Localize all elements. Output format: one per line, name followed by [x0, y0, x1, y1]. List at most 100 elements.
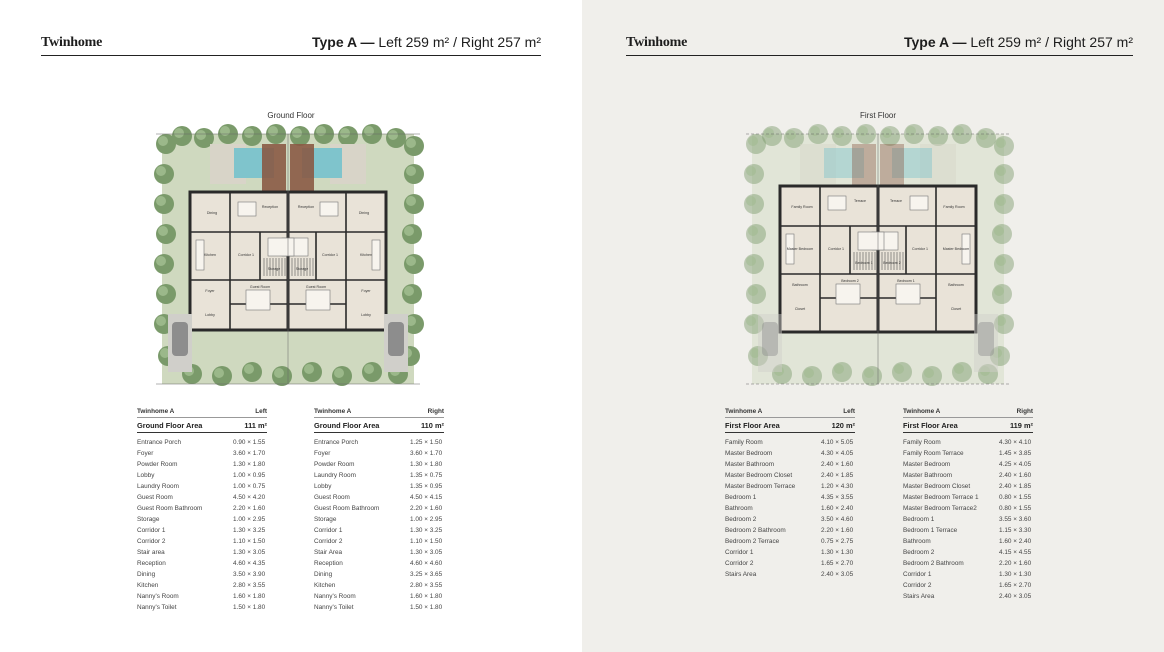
room-name: Reception — [137, 560, 166, 567]
room-dimensions: 2.20 × 1.60 — [999, 560, 1032, 567]
tree-highlight-icon — [996, 166, 1006, 176]
tree-icon — [976, 128, 996, 148]
room-name: Master Bedroom Terrace — [725, 483, 796, 490]
room-dimensions: 2.20 × 1.60 — [410, 505, 443, 512]
room-dimensions: 4.30 × 4.05 — [821, 450, 854, 457]
tree-highlight-icon — [268, 126, 278, 136]
tree-highlight-icon — [364, 126, 374, 136]
furniture-block — [961, 233, 971, 265]
room-dimensions: 0.80 × 1.55 — [999, 494, 1032, 501]
room-name: Kitchen — [137, 582, 159, 589]
tree-highlight-icon — [404, 226, 414, 236]
tree-icon — [880, 126, 900, 146]
room-dimensions: 1.30 × 1.80 — [410, 461, 443, 468]
room-dimensions: 4.35 × 3.55 — [821, 494, 854, 501]
room-label: Family Room — [943, 205, 964, 209]
room-label: Master Bedroom — [943, 247, 970, 251]
tree-highlight-icon — [786, 130, 796, 140]
floor-area-label: Ground Floor Area — [314, 420, 380, 430]
tree-icon — [784, 128, 804, 148]
room-dimensions: 2.20 × 1.60 — [233, 505, 266, 512]
room-name: Bedroom 2 Bathroom — [903, 560, 964, 567]
room-label: Kitchen — [204, 253, 216, 257]
room-dimensions: 1.10 × 1.50 — [233, 538, 266, 545]
room-name: Corridor 2 — [725, 560, 754, 567]
tree-highlight-icon — [158, 286, 168, 296]
room-name: Stairs Area — [725, 571, 757, 578]
brand-logo: Twinhome — [626, 35, 688, 50]
room-name: Corridor 2 — [137, 538, 166, 545]
furniture-block — [371, 239, 381, 271]
room-name: Master Bedroom — [903, 461, 951, 468]
tree-icon — [748, 346, 768, 366]
room-label: Bedroom 2 — [883, 261, 901, 265]
tree-icon — [994, 254, 1014, 274]
furniture-block — [909, 195, 929, 211]
room-dimensions: 3.50 × 3.90 — [233, 571, 266, 578]
room-dimensions: 1.60 × 2.40 — [999, 538, 1032, 545]
room-name: Entrance Porch — [137, 439, 182, 446]
room-dimensions: 2.40 × 3.05 — [999, 593, 1032, 600]
tree-highlight-icon — [764, 128, 774, 138]
floor-area-value: 119 m² — [1009, 420, 1033, 430]
tree-highlight-icon — [834, 128, 844, 138]
furniture-block — [785, 233, 795, 265]
room-label: Bathroom — [948, 283, 964, 287]
room-dimensions: 4.25 × 4.05 — [999, 461, 1032, 468]
tree-icon — [978, 364, 998, 384]
room-label: Closet — [951, 307, 961, 311]
terrace-right — [920, 144, 956, 184]
tree-highlight-icon — [980, 366, 990, 376]
room-dimensions: 4.15 × 4.55 — [999, 549, 1032, 556]
table-title: Twinhome A — [314, 408, 352, 415]
room-dimensions: 4.50 × 4.20 — [233, 494, 266, 501]
tree-highlight-icon — [406, 256, 416, 266]
tree-highlight-icon — [292, 128, 302, 138]
table-side: Left — [255, 408, 267, 415]
tree-icon — [772, 364, 792, 384]
room-name: Stair Area — [314, 549, 343, 556]
pool-left — [824, 148, 864, 178]
tree-icon — [802, 366, 822, 386]
table-side: Right — [1016, 408, 1033, 415]
table-row: Kitchen 2.80 × 3.55 — [137, 580, 267, 591]
room-dimensions: 1.00 × 0.75 — [233, 483, 266, 490]
tree-highlight-icon — [906, 126, 916, 136]
room-dimensions: 0.75 × 2.75 — [821, 538, 854, 545]
furniture-block — [319, 201, 339, 217]
tree-highlight-icon — [156, 256, 166, 266]
tree-icon — [744, 254, 764, 274]
tree-icon — [992, 224, 1012, 244]
room-name: Powder Room — [314, 461, 355, 468]
tree-highlight-icon — [994, 286, 1004, 296]
room-label: Foyer — [361, 289, 371, 293]
tree-icon — [862, 366, 882, 386]
room-dimensions: 2.80 × 3.55 — [233, 582, 266, 589]
room-dimensions: 2.40 × 1.85 — [821, 472, 854, 479]
room-dimensions: 1.60 × 1.80 — [233, 593, 266, 600]
room-label: Kitchen — [360, 253, 372, 257]
room-label: Storage — [268, 267, 281, 271]
room-dimensions: 3.60 × 1.70 — [410, 450, 443, 457]
room-dimensions: 1.30 × 3.25 — [233, 527, 266, 534]
tree-highlight-icon — [748, 226, 758, 236]
tree-highlight-icon — [748, 286, 758, 296]
room-name: Stair area — [137, 549, 165, 556]
